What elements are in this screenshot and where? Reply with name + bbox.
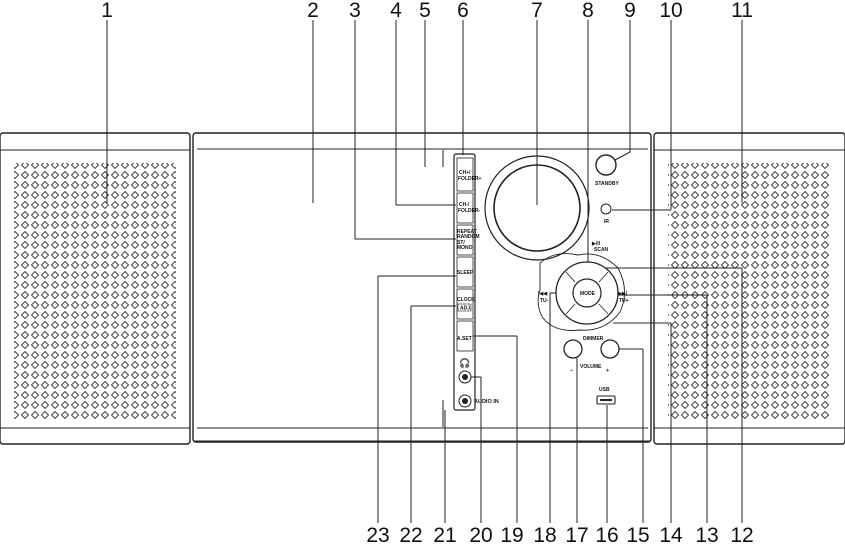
svg-text:MONO: MONO (457, 245, 473, 251)
nav-cluster (537, 253, 625, 331)
callout-leaders (106, 20, 743, 523)
callout-20: 20 (469, 524, 492, 545)
svg-text:▶▶|: ▶▶| (617, 291, 628, 297)
svg-text:FOLDER+: FOLDER+ (458, 176, 482, 182)
callout-13: 13 (695, 524, 718, 545)
ch-down-button[interactable]: CH-/ FOLDER- (456, 192, 481, 224)
callout-16: 16 (595, 524, 618, 545)
left-speaker-grille (14, 163, 176, 419)
mode-button[interactable]: MODE (580, 291, 596, 297)
callout-numbers-bottom: 23 22 21 20 19 18 17 16 15 14 13 12 (366, 524, 753, 545)
svg-text:CH-/: CH-/ (459, 202, 470, 208)
headphone-icon: 🎧 (459, 357, 470, 369)
play-pause-scan-button[interactable]: ▶/II SCAN (591, 241, 609, 253)
callout-15: 15 (626, 524, 649, 545)
svg-text:+: + (606, 368, 609, 374)
sleep-button[interactable]: SLEEP (456, 256, 474, 288)
right-speaker-grille (668, 163, 830, 419)
svg-text:−: − (570, 368, 573, 374)
callout-4: 4 (390, 0, 402, 22)
ir-sensor: IR (600, 203, 612, 225)
ch-up-button[interactable]: CH+/ FOLDER+ (456, 157, 482, 192)
svg-text:SLEEP: SLEEP (457, 270, 474, 276)
prev-tune-down-button[interactable]: |◀◀ TU- (538, 291, 549, 304)
callout-9: 9 (624, 0, 636, 22)
alarm-set-button[interactable]: A.SET (456, 320, 474, 352)
left-speaker (0, 132, 191, 445)
svg-text:A.SET: A.SET (457, 336, 472, 342)
svg-text:AUDIO IN: AUDIO IN (474, 399, 499, 405)
svg-text:CLOCK: CLOCK (457, 297, 475, 303)
usb-port[interactable]: USB (596, 387, 616, 405)
svg-text:REPEAT: REPEAT (457, 229, 477, 235)
svg-text:MODE: MODE (580, 291, 596, 297)
svg-text:STANDBY: STANDBY (595, 181, 619, 187)
callout-2: 2 (307, 0, 319, 22)
callout-21: 21 (433, 524, 456, 545)
svg-text:FOLDER-: FOLDER- (458, 208, 481, 214)
svg-text:▶/II: ▶/II (591, 241, 601, 247)
dimmer-label: DIMMER (583, 336, 604, 342)
callout-1: 1 (101, 0, 113, 22)
svg-text:TU-: TU- (540, 298, 549, 304)
volume-down-button[interactable]: − (563, 339, 583, 374)
audio-in-jack[interactable]: AUDIO IN (458, 394, 499, 408)
callout-14: 14 (659, 524, 683, 545)
volume-label: VOLUME (580, 364, 602, 370)
svg-text:ADJ.: ADJ. (460, 306, 472, 312)
callout-18: 18 (533, 524, 556, 545)
svg-text:|◀◀: |◀◀ (538, 291, 547, 297)
callout-17: 17 (565, 524, 588, 545)
svg-text:SCAN: SCAN (594, 247, 609, 253)
callout-10: 10 (659, 0, 682, 22)
clock-adj-button[interactable]: CLOCK ADJ. (456, 288, 475, 320)
standby-button[interactable]: STANDBY (595, 154, 619, 187)
svg-text:ST/: ST/ (457, 240, 465, 246)
svg-text:USB: USB (599, 387, 610, 393)
callout-12: 12 (730, 524, 753, 545)
callout-3: 3 (349, 0, 361, 22)
right-speaker (653, 132, 845, 445)
callout-5: 5 (419, 0, 431, 22)
callout-23: 23 (366, 524, 389, 545)
svg-text:IR: IR (604, 219, 609, 225)
svg-text:TU+: TU+ (619, 298, 629, 304)
callout-11: 11 (731, 0, 753, 22)
svg-text:CH+/: CH+/ (459, 170, 471, 176)
callout-8: 8 (582, 0, 594, 22)
svg-text:DIMMER: DIMMER (583, 336, 604, 342)
callout-22: 22 (399, 524, 422, 545)
callout-6: 6 (457, 0, 469, 22)
callout-numbers-top: 1 2 3 4 5 6 7 8 9 10 11 (101, 0, 753, 22)
callout-7: 7 (531, 0, 543, 22)
svg-text:RANDOM: RANDOM (457, 234, 480, 240)
volume-tuning-knob[interactable] (484, 155, 590, 261)
repeat-random-st-mono-button[interactable]: REPEAT RANDOM ST/ MONO (456, 224, 480, 256)
callout-19: 19 (500, 524, 523, 545)
next-tune-up-button[interactable]: ▶▶| TU+ (617, 291, 629, 304)
